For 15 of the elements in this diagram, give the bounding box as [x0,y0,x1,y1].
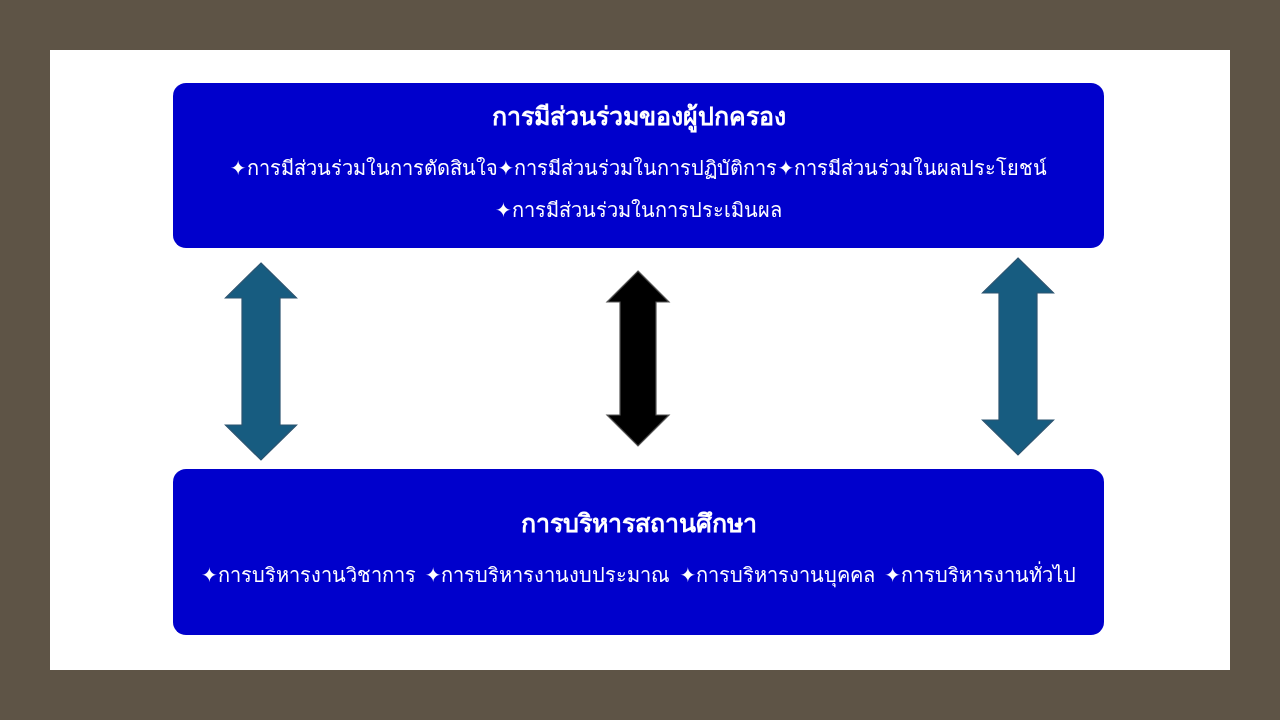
box-heading: การบริหารสถานศึกษา [520,508,757,540]
box-heading: การมีส่วนร่วมของผู้ปกครอง [491,100,786,134]
bullet-item: ✦การบริหารงานทั่วไป [884,560,1077,589]
bullet-item: ✦การมีส่วนร่วมในการตัดสินใจ [229,154,498,182]
rounded-box [173,469,1104,635]
bullet-item: ✦การมีส่วนร่วมในการปฏิบัติการ [497,154,778,182]
double-arrow [224,262,298,461]
bullet-item: ✦การบริหารงานงบประมาณ [424,562,671,589]
bullet-item: ✦การบริหารงานวิชาการ [200,562,416,589]
bullet-item: ✦การบริหารงานบุคคล [679,562,876,590]
bullet-item: ✦การมีส่วนร่วมในผลประโยชน์ [777,154,1048,182]
bullet-item: ✦การมีส่วนร่วมในการประเมินผล [495,196,782,224]
double-arrow [605,270,671,447]
double-arrow [981,257,1055,456]
rounded-box [173,83,1104,248]
